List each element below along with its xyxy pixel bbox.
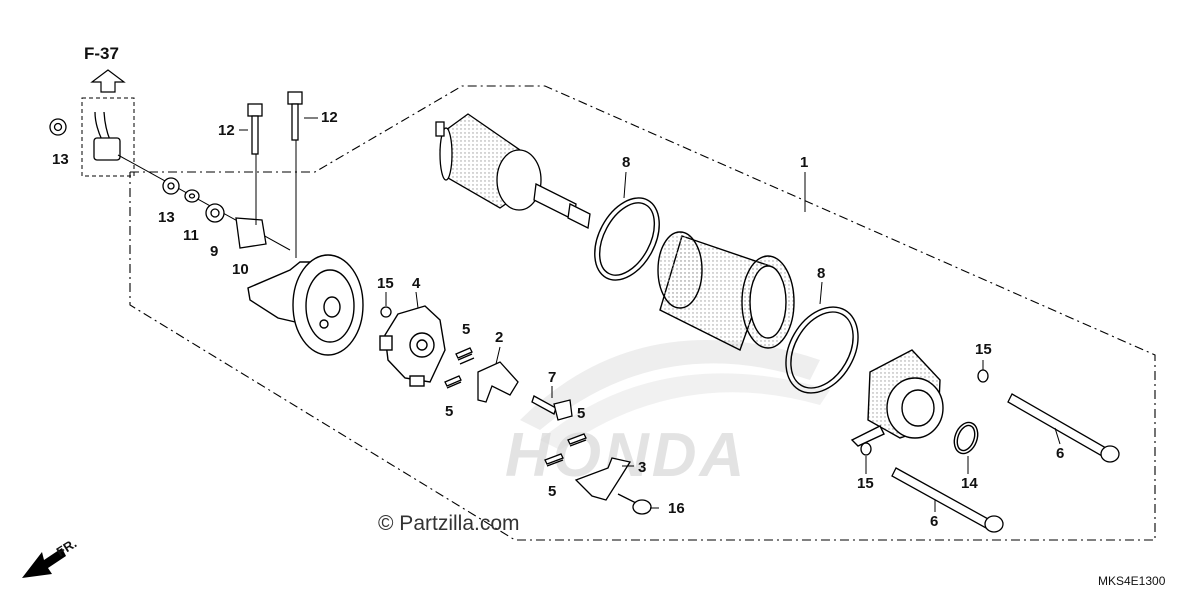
- assembly-boundary: [129, 85, 1156, 541]
- copyright-text: © Partzilla.com: [378, 512, 520, 535]
- callout-1: 1: [800, 154, 809, 171]
- wire-terminal: [49, 111, 121, 161]
- armature: [435, 113, 591, 229]
- callout-3: 3: [638, 459, 647, 476]
- washer-15a: [380, 306, 392, 318]
- callout-5d: 5: [548, 483, 557, 500]
- bolt-7: [531, 395, 573, 421]
- up-arrow-icon: [90, 69, 126, 93]
- callout-14: 14: [961, 475, 978, 492]
- brush-plate-3: [574, 457, 632, 501]
- callout-8b: 8: [817, 265, 826, 282]
- honda-watermark: HONDA: [505, 421, 748, 490]
- o-ring-8-upper: [594, 197, 660, 281]
- callout-15b: 15: [975, 341, 992, 358]
- springs: [444, 347, 587, 467]
- callout-8a: 8: [622, 154, 631, 171]
- bolt-16: [617, 493, 652, 515]
- diagram-code: MKS4E1300: [1098, 574, 1166, 588]
- o-ring-8-lower: [785, 306, 859, 394]
- bolts-12: [247, 91, 303, 258]
- callout-13b: 13: [158, 209, 175, 226]
- callout-16: 16: [668, 500, 685, 517]
- callout-15c: 15: [857, 475, 874, 492]
- callout-2: 2: [495, 329, 504, 346]
- front-cover: [850, 349, 944, 447]
- terminal-hardware: [117, 154, 291, 251]
- callout-5b: 5: [445, 403, 454, 420]
- o-ring-14: [953, 421, 979, 455]
- callout-11: 11: [183, 227, 199, 244]
- rear-cover: [247, 254, 364, 356]
- reference-label: F-37: [84, 44, 119, 63]
- honda-wing-watermark: [520, 340, 830, 450]
- leader-lines: [239, 117, 1061, 512]
- callout-7: 7: [548, 369, 557, 386]
- callout-12b: 12: [321, 109, 338, 126]
- callout-9: 9: [210, 243, 219, 260]
- brush-holder: [379, 305, 446, 387]
- callout-4: 4: [412, 275, 421, 292]
- callout-13a: 13: [52, 151, 69, 168]
- front-direction-arrow-icon: [22, 548, 66, 578]
- callout-15a: 15: [377, 275, 394, 292]
- through-bolts-6: [891, 393, 1120, 533]
- callout-6b: 6: [930, 513, 939, 530]
- washers-15: [860, 369, 989, 456]
- f37-dashed-box: [81, 97, 135, 177]
- callout-12a: 12: [218, 122, 235, 139]
- callout-10: 10: [232, 261, 249, 278]
- brush-plate-2: [477, 361, 519, 403]
- callout-5a: 5: [462, 321, 471, 338]
- callout-6a: 6: [1056, 445, 1065, 462]
- yoke-housing: [657, 231, 795, 351]
- callout-5c: 5: [577, 405, 586, 422]
